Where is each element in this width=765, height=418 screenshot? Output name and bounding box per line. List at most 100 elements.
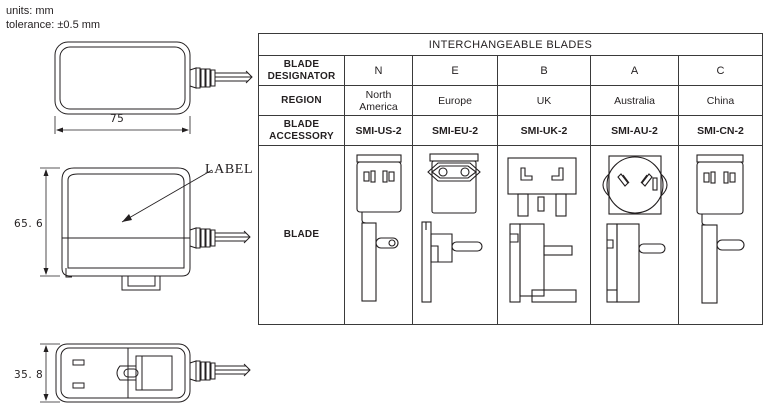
uk-pin-left	[517, 193, 529, 217]
housing-inner-side	[67, 173, 185, 269]
eu-pin-left	[438, 167, 448, 177]
label-leader-line	[121, 169, 213, 223]
au-slot-right	[640, 173, 653, 188]
marking-upper-bottom	[72, 359, 85, 366]
drawing-notes: units: mm tolerance: ±0.5 mm	[6, 4, 100, 32]
housing-inner-top	[59, 46, 186, 110]
cord-break-bottom	[243, 363, 251, 377]
cell-blade-us	[344, 145, 413, 325]
strain-relief-top	[189, 67, 197, 89]
housing-inner-bottom	[60, 347, 186, 399]
cn-slot-b1	[722, 171, 729, 184]
us-slot-b2	[387, 171, 395, 182]
row-header-blade: BLADE	[258, 145, 345, 325]
eu-face-top-rim	[429, 153, 479, 162]
bottom-view-drawing	[40, 343, 251, 403]
row-header-designator-line2: DESIGNATOR	[267, 70, 336, 82]
us-side-neck	[360, 212, 366, 224]
uk-side-body	[519, 223, 545, 297]
au-side-notch	[606, 239, 614, 249]
cn-slot-a1	[702, 172, 710, 183]
cell-accessory-c: SMI-CN-2	[677, 115, 764, 147]
row-header-accessory-line1: BLADE	[283, 118, 320, 130]
au-slot-earth	[651, 177, 658, 191]
arrow-down-side	[43, 268, 49, 275]
uk-pin-right	[555, 193, 567, 217]
units-note: units: mm	[6, 5, 54, 17]
row-header-region: REGION	[258, 85, 345, 117]
housing-outline-bottom	[55, 343, 191, 403]
au-slot-left-inner	[622, 174, 629, 184]
strain-relief-rib-2	[200, 68, 206, 88]
eu-recess-inner	[431, 165, 477, 179]
table-row-region: REGION North America Europe UK Australia…	[258, 85, 764, 117]
au-face-plate	[607, 155, 662, 215]
eu-side-pin	[451, 241, 483, 252]
uk-side-step-a	[510, 233, 519, 243]
uk-slot-right	[551, 167, 564, 181]
strain-relief-rib-3-bottom	[205, 361, 211, 381]
latch-slot-bottom	[123, 368, 139, 378]
eu-blade-icon	[421, 153, 483, 303]
cell-region-b: UK	[497, 85, 591, 117]
cn-side-body	[700, 224, 718, 304]
cell-accessory-b: SMI-UK-2	[497, 115, 591, 147]
us-slot-b1	[381, 170, 388, 183]
cell-accessory-e: SMI-EU-2	[412, 115, 498, 147]
table-row-blade: BLADE	[258, 145, 764, 325]
eu-recess-outer	[427, 162, 481, 182]
cell-blade-au	[590, 145, 679, 325]
table-row-designator: BLADE DESIGNATOR N E B A C	[258, 55, 764, 87]
cn-side-neck	[700, 214, 706, 226]
cell-designator-a: A	[590, 55, 679, 87]
cell-accessory-a: SMI-AU-2	[590, 115, 679, 147]
cell-designator-c: C	[677, 55, 764, 87]
row-header-accessory-line2: ACCESSORY	[269, 130, 334, 142]
cord-break-side	[243, 230, 251, 244]
au-slot-right-inner	[640, 174, 647, 184]
cell-region-n: North America	[344, 85, 413, 117]
table-title-row: INTERCHANGEABLE BLADES	[257, 32, 764, 57]
cell-blade-cn	[677, 145, 764, 325]
cell-blade-uk	[497, 145, 591, 325]
cell-accessory-n: SMI-US-2	[344, 115, 413, 147]
latch-bottom	[116, 365, 137, 381]
tolerance-note: tolerance: ±0.5 mm	[6, 19, 101, 31]
housing-outline-side	[61, 167, 191, 277]
arrow-down-bottom	[43, 394, 49, 401]
us-slot-a1	[362, 171, 370, 182]
dimension-height-65-6: 65. 6	[14, 218, 44, 230]
table-title: INTERCHANGEABLE BLADES	[257, 32, 764, 57]
cn-slot-b2	[728, 172, 736, 183]
side-view-drawing	[40, 167, 251, 291]
strain-relief-rib-1-bottom	[195, 360, 201, 382]
cell-region-a: Australia	[590, 85, 679, 117]
dimension-height-35-8: 35. 8	[14, 369, 44, 381]
eu-side-body	[430, 233, 453, 263]
us-face-body	[355, 161, 402, 213]
cn-slot-a2	[709, 171, 716, 184]
label-leader-arrow	[122, 214, 132, 222]
marking-lower-bottom	[72, 382, 85, 389]
cord-break-top	[245, 70, 253, 84]
housing-outline-top	[54, 41, 191, 115]
uk-side-foot	[531, 289, 577, 303]
label-callout-text: LABEL	[205, 162, 254, 177]
uk-slot-left	[520, 167, 533, 181]
strain-relief-rib-1	[195, 67, 201, 89]
foot-left-side	[65, 268, 72, 278]
dimension-width-75: 75	[110, 113, 125, 125]
au-face-circle	[605, 156, 664, 214]
arrow-left-top	[56, 127, 63, 133]
cn-blade-icon	[695, 154, 745, 304]
cell-region-e: Europe	[412, 85, 498, 117]
cell-region-n-line1: North	[365, 88, 392, 101]
strain-relief-rib-4-bottom	[210, 362, 216, 380]
cell-designator-n: N	[344, 55, 413, 87]
au-slot-left	[616, 173, 629, 188]
strain-relief-rib-4-side	[210, 229, 216, 247]
arrow-right-top	[182, 127, 189, 133]
cell-designator-e: E	[412, 55, 498, 87]
eu-face-body	[431, 160, 477, 214]
strain-relief-rib-3-side	[205, 228, 211, 248]
